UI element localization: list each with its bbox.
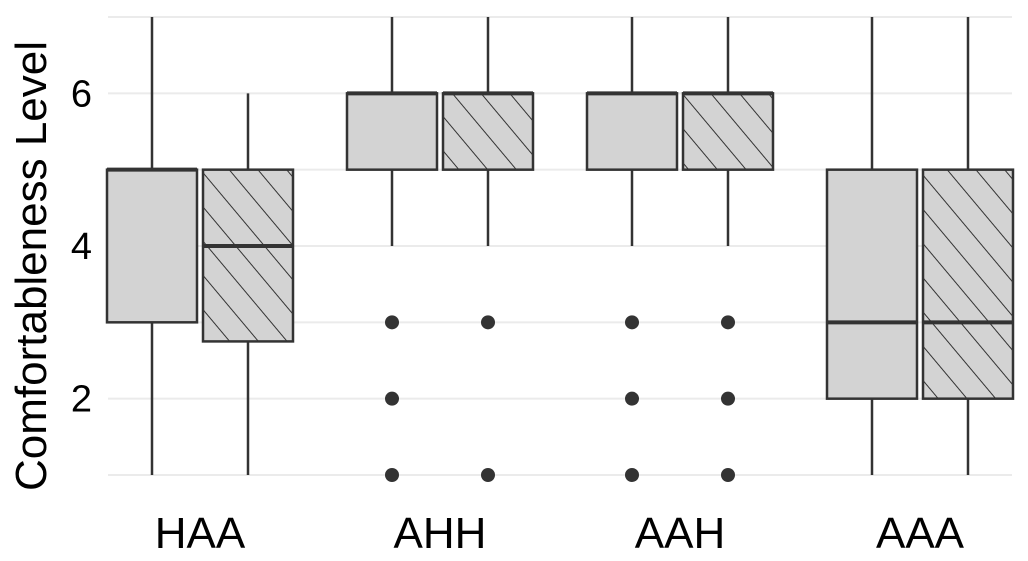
box-ahh-hatched: [441, 17, 535, 482]
x-category-label: AAA: [876, 509, 965, 558]
y-tick-label: 2: [71, 379, 92, 421]
box-body: [441, 92, 535, 171]
box-body: [345, 92, 439, 171]
outlier-point: [721, 391, 735, 406]
box-aaa-hatched: [921, 17, 1015, 475]
box-body: [585, 92, 679, 171]
box-body: [201, 168, 295, 343]
box-ahh-solid: [345, 17, 439, 482]
outlier-point: [625, 391, 639, 406]
outlier-point: [625, 315, 639, 330]
y-tick-label: 6: [71, 73, 92, 115]
outlier-point: [385, 315, 399, 330]
box-haa-hatched: [201, 93, 295, 475]
y-axis-ticks: 2 4 6: [71, 73, 92, 420]
x-category-label: AAH: [635, 509, 725, 558]
outlier-point: [721, 468, 735, 482]
x-category-label: AHH: [394, 509, 487, 558]
outlier-point: [721, 315, 735, 330]
x-axis-categories: HAA AHH AAH AAA: [155, 509, 965, 558]
box-aah-hatched: [681, 17, 775, 482]
box-aah-solid: [585, 17, 679, 482]
box-aaa-solid: [825, 17, 919, 475]
y-axis-title: Comfortableness Level: [7, 41, 56, 491]
outlier-point: [481, 468, 495, 482]
outlier-point: [385, 391, 399, 406]
box-body: [681, 92, 775, 171]
outlier-point: [385, 468, 399, 482]
box-body: [825, 168, 919, 400]
box-haa-solid: [105, 17, 199, 475]
outlier-point: [625, 468, 639, 482]
box-body: [105, 168, 199, 324]
boxes: [105, 17, 1015, 482]
box-body: [921, 168, 1015, 400]
outlier-point: [481, 315, 495, 330]
y-tick-label: 4: [71, 226, 92, 268]
x-category-label: HAA: [155, 509, 246, 558]
